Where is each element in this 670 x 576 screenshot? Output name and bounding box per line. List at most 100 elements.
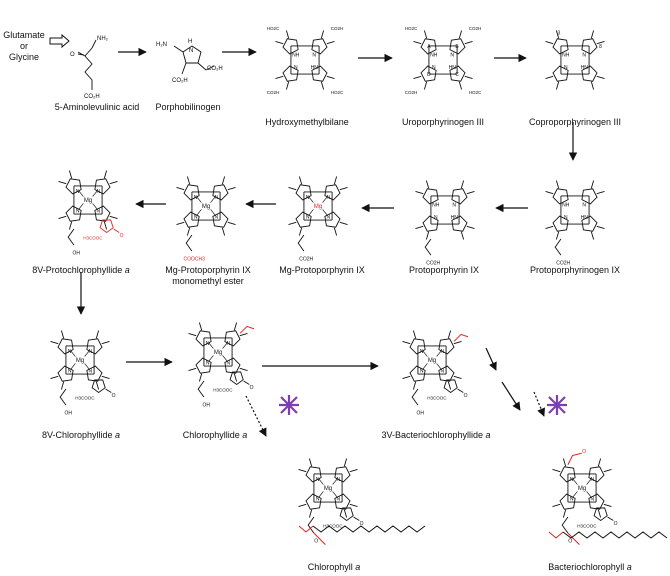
- pbg-amine-text: H₂N: [156, 42, 167, 48]
- n-atom-text: N: [89, 349, 93, 355]
- n-atom-text: N: [306, 215, 310, 221]
- label-chlide: Chlorophyllide a: [170, 430, 260, 441]
- n-atom-text: N: [337, 477, 341, 483]
- position-8-text: 8: [599, 44, 602, 50]
- keto-oxygen-text: O: [360, 521, 364, 527]
- mg-atom-text: Mg: [84, 198, 92, 204]
- n-atom-text: N: [570, 497, 574, 503]
- n-atom-text: N: [316, 477, 320, 483]
- ring-letter-text: C: [455, 72, 459, 78]
- keto-oxygen-text: O: [120, 233, 124, 239]
- n-atom-text: N: [215, 195, 219, 201]
- n-atom-text: N: [420, 369, 424, 375]
- propionate-tail-text: OH: [72, 250, 80, 256]
- nh-text: NH: [430, 53, 438, 59]
- n-atom-text: N: [582, 203, 586, 209]
- n-atom-text: N: [591, 477, 595, 483]
- hn-text: HN: [449, 65, 457, 71]
- arrow-bchlide-step2: [501, 381, 521, 411]
- acid-group-text: CO2H: [331, 26, 344, 31]
- label-mgproto: Mg-Protoporphyrin IX: [279, 265, 365, 275]
- n-atom-text: N: [312, 53, 316, 59]
- start-line-3: Glycine: [8, 52, 39, 62]
- acid-group-text: CO2H: [267, 90, 280, 95]
- position-3-text: 3: [558, 30, 561, 36]
- start-substrates: Glutamate or Glycine: [2, 30, 46, 63]
- phytyl-tail-chl: [298, 525, 426, 533]
- propionate-tail-text: CO2H: [299, 256, 313, 262]
- ring-letter-text: A: [427, 44, 431, 50]
- label-pchlide-main: 8V-Protochlorophyllide: [32, 265, 125, 275]
- propionate-tail-text: OH: [202, 402, 210, 408]
- label-proto: Protoporphyrin IX: [408, 265, 480, 275]
- label-pchlide-italic: a: [124, 265, 130, 275]
- pbg-acid1-text: CO₂H: [172, 78, 188, 84]
- n-atom-text: N: [306, 195, 310, 201]
- propionate-tail-text: CO2H: [556, 260, 570, 266]
- mg-atom-text: Mg: [76, 358, 84, 364]
- label-bchl: Bacteriochlorophyll a: [538, 562, 642, 573]
- label-hmb: Hydroxymethylbilane: [265, 117, 349, 127]
- n-atom-text: N: [327, 195, 331, 201]
- propionate-tail-text: COOCH3: [184, 256, 206, 262]
- propionate-tail-text: OH: [416, 410, 424, 416]
- n-atom-text: N: [68, 369, 72, 375]
- n-atom-text: N: [89, 369, 93, 375]
- label-uro: Uroporphyrinogen III: [401, 117, 485, 127]
- n-atom-text: N: [450, 53, 454, 59]
- mg-atom-text: Mg: [578, 486, 586, 492]
- label-mgprotome-line1: Mg-Protoporphyrin IX: [165, 265, 251, 275]
- keto-oxygen-text: O: [464, 393, 468, 399]
- propionate-tail-text: O: [568, 538, 572, 544]
- acid-group-text: CO2H: [405, 90, 418, 95]
- n-atom-text: N: [564, 215, 568, 221]
- nh-text: NH: [292, 53, 300, 59]
- label-chl: Chlorophyll a: [294, 562, 374, 573]
- mg-atom-text: Mg: [324, 486, 332, 492]
- blocked-step-symbol-chl: [279, 395, 299, 415]
- pbg-nh-text: H: [188, 39, 192, 45]
- label-bchl-main: Bacteriochlorophyll: [548, 562, 627, 572]
- propionate-tail-text: O: [314, 538, 318, 544]
- label-pchlide: 8V-Protochlorophyllide a: [24, 265, 138, 276]
- nh-text: NH: [562, 53, 570, 59]
- label-copro: Coproporphyrinogen III: [528, 117, 622, 127]
- n-atom-text: N: [215, 215, 219, 221]
- start-line-2: or: [19, 41, 28, 51]
- label-chl-italic: a: [355, 562, 361, 572]
- label-bchlide-main: 3V-Bacteriochlorophyllide: [381, 430, 486, 440]
- label-chl-main: Chlorophyll: [307, 562, 356, 572]
- open-arrow-start: [49, 33, 70, 49]
- n-atom-text: N: [194, 195, 198, 201]
- methyl-ester-text: H3COOC: [427, 395, 447, 400]
- mg-atom-text: Mg: [314, 204, 322, 210]
- n-atom-text: N: [441, 369, 445, 375]
- arrow-chlide-to-chl-dashed: [245, 395, 267, 437]
- pathway-arrows: [76, 47, 578, 437]
- ala-acid-text: CO₂H: [84, 94, 100, 100]
- label-dvchlide: 8V-Chlorophyllide a: [24, 430, 138, 441]
- n-atom-text: N: [441, 349, 445, 355]
- acid-group-text: HO2C: [331, 90, 344, 95]
- acid-group-text: HO2C: [405, 26, 418, 31]
- methyl-ester-text: H3COOC: [75, 395, 95, 400]
- hn-text: HN: [451, 215, 459, 221]
- n-atom-text: N: [582, 53, 586, 59]
- blocked-step-symbol-bchl: [547, 395, 567, 415]
- n-atom-text: N: [227, 341, 231, 347]
- phytyl-tail-bchl: [548, 531, 668, 539]
- label-bchl-italic: a: [626, 562, 632, 572]
- ala-nh2-text: NH₂: [97, 36, 109, 42]
- n-atom-text: N: [76, 209, 80, 215]
- acid-group-text: CO2H: [469, 26, 482, 31]
- n-atom-text: N: [337, 497, 341, 503]
